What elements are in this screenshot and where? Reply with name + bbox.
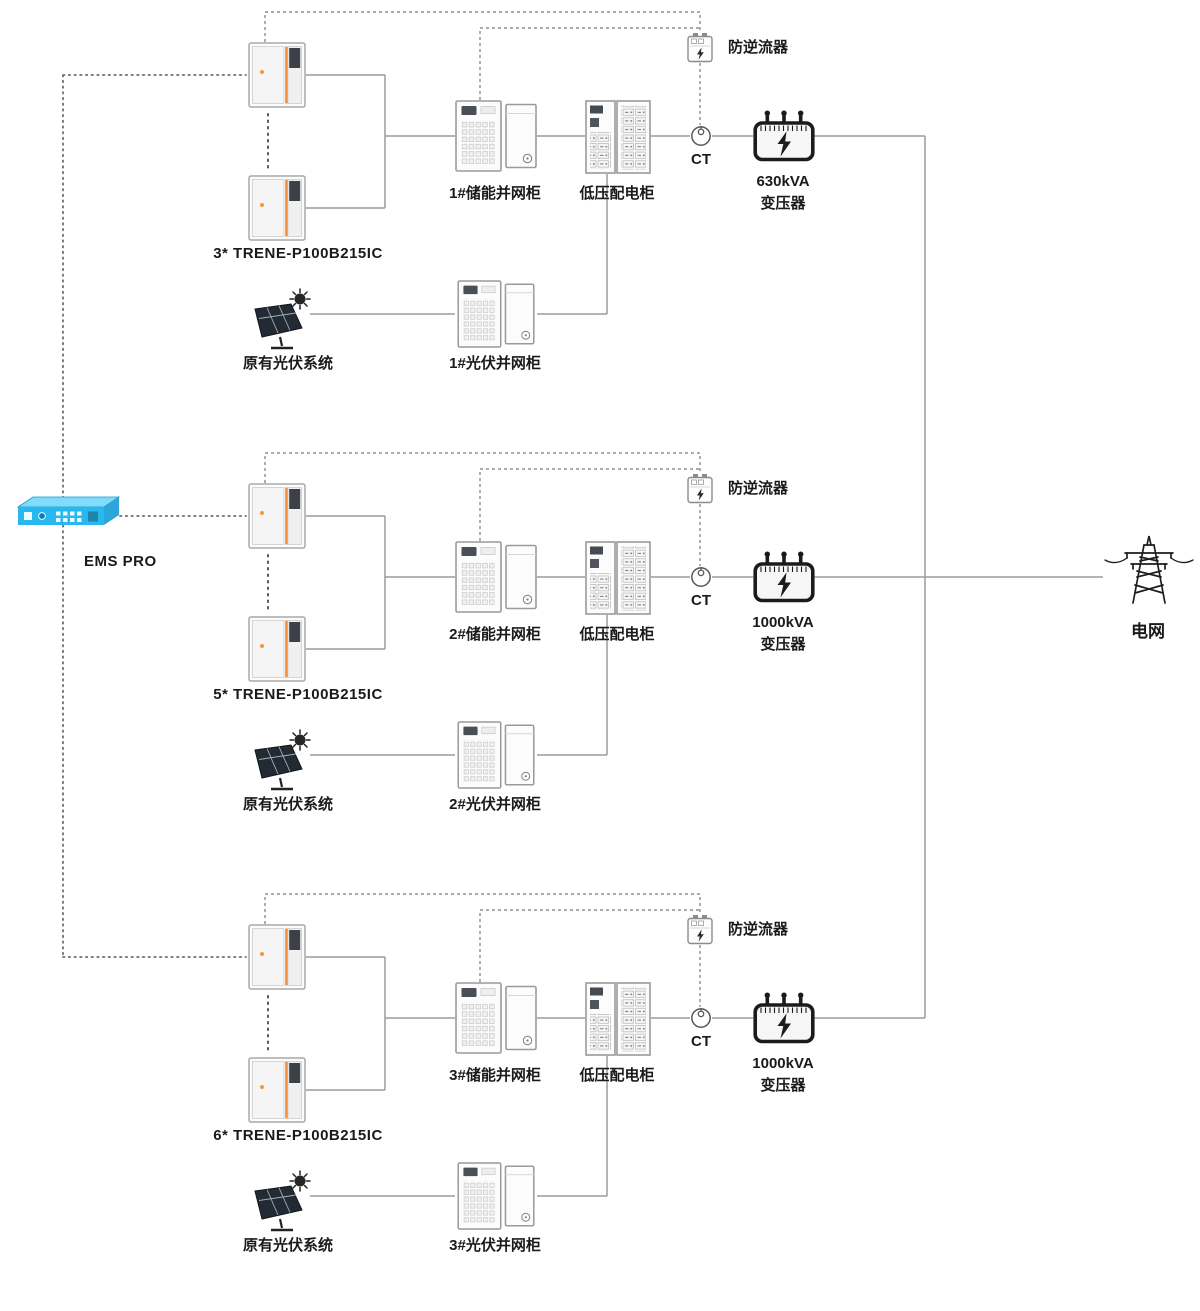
battery-cabinet-icon	[248, 616, 306, 682]
lv-distribution-cabinet-icon	[585, 100, 651, 174]
ct-sensor-icon	[690, 566, 712, 588]
lv-distribution-cabinet-label: 低压配电柜	[579, 1067, 655, 1084]
pv-grid-cabinet-label: 3#光伏并网柜	[449, 1237, 541, 1254]
transformer-name-label: 变压器	[760, 1077, 806, 1094]
ct-sensor-icon	[690, 125, 712, 147]
storage-grid-cabinet-label: 2#储能并网柜	[449, 626, 541, 643]
transformer-capacity-label: 1000kVA	[752, 1055, 814, 1072]
battery-stack-label: 6* TRENE-P100B215IC	[213, 1127, 383, 1144]
anti-reverse-label: 防逆流器	[728, 39, 789, 56]
pv-grid-cabinet-icon	[455, 280, 537, 348]
transformer-capacity-label: 630kVA	[756, 173, 810, 190]
lv-distribution-cabinet-icon	[585, 982, 651, 1056]
ct-label: CT	[691, 592, 711, 609]
storage-grid-cabinet-label: 1#储能并网柜	[449, 185, 541, 202]
anti-reverse-device-icon	[687, 915, 713, 945]
pv-grid-cabinet-label: 2#光伏并网柜	[449, 796, 541, 813]
transformer-name-label: 变压器	[760, 636, 806, 653]
ems-controller-icon	[12, 495, 120, 537]
battery-cabinet-icon	[248, 924, 306, 990]
anti-reverse-label: 防逆流器	[728, 480, 789, 497]
pv-grid-cabinet-icon	[455, 1162, 537, 1230]
battery-cabinet-icon	[248, 483, 306, 549]
ems-label: EMS PRO	[84, 553, 157, 570]
system-group-2: 5* TRENE-P100B215IC 原有光伏系统 2#储能并网柜 低压配电柜…	[0, 441, 1200, 882]
anti-reverse-device-icon	[687, 474, 713, 504]
power-grid-tower-icon	[1103, 533, 1195, 605]
transformer-icon	[753, 551, 815, 603]
lv-distribution-cabinet-icon	[585, 541, 651, 615]
battery-stack-label: 3* TRENE-P100B215IC	[213, 245, 383, 262]
lv-distribution-cabinet-label: 低压配电柜	[579, 626, 655, 643]
storage-grid-cabinet-icon	[455, 100, 537, 172]
pv-grid-cabinet-label: 1#光伏并网柜	[449, 355, 541, 372]
transformer-capacity-label: 1000kVA	[752, 614, 814, 631]
battery-cabinet-icon	[248, 175, 306, 241]
battery-stack-label: 5* TRENE-P100B215IC	[213, 686, 383, 703]
storage-grid-cabinet-icon	[455, 982, 537, 1054]
pv-system-label: 原有光伏系统	[242, 796, 333, 813]
power-grid-label: 电网	[1131, 622, 1165, 641]
battery-cabinet-icon	[248, 1057, 306, 1123]
ct-label: CT	[691, 1033, 711, 1050]
pv-system-label: 原有光伏系统	[242, 355, 333, 372]
power-connections	[306, 74, 1103, 1197]
anti-reverse-label: 防逆流器	[728, 921, 789, 938]
lv-distribution-cabinet-label: 低压配电柜	[579, 185, 655, 202]
transformer-icon	[753, 992, 815, 1044]
transformer-name-label: 变压器	[760, 195, 806, 212]
solar-panel-icon	[250, 288, 316, 352]
storage-grid-cabinet-label: 3#储能并网柜	[449, 1067, 541, 1084]
system-group-1: 3* TRENE-P100B215IC 原有光伏系统 1#储能并网柜 低压配电柜…	[0, 0, 1200, 441]
pv-system-label: 原有光伏系统	[242, 1237, 333, 1254]
ct-label: CT	[691, 151, 711, 168]
system-group-3: 6* TRENE-P100B215IC 原有光伏系统 3#储能并网柜 低压配电柜…	[0, 882, 1200, 1311]
anti-reverse-device-icon	[687, 33, 713, 63]
solar-panel-icon	[250, 1170, 316, 1234]
transformer-icon	[753, 110, 815, 162]
pv-grid-cabinet-icon	[455, 721, 537, 789]
ct-sensor-icon	[690, 1007, 712, 1029]
battery-cabinet-icon	[248, 42, 306, 108]
solar-panel-icon	[250, 729, 316, 793]
anti-reverse-comm-lines	[264, 11, 701, 1007]
storage-grid-cabinet-icon	[455, 541, 537, 613]
